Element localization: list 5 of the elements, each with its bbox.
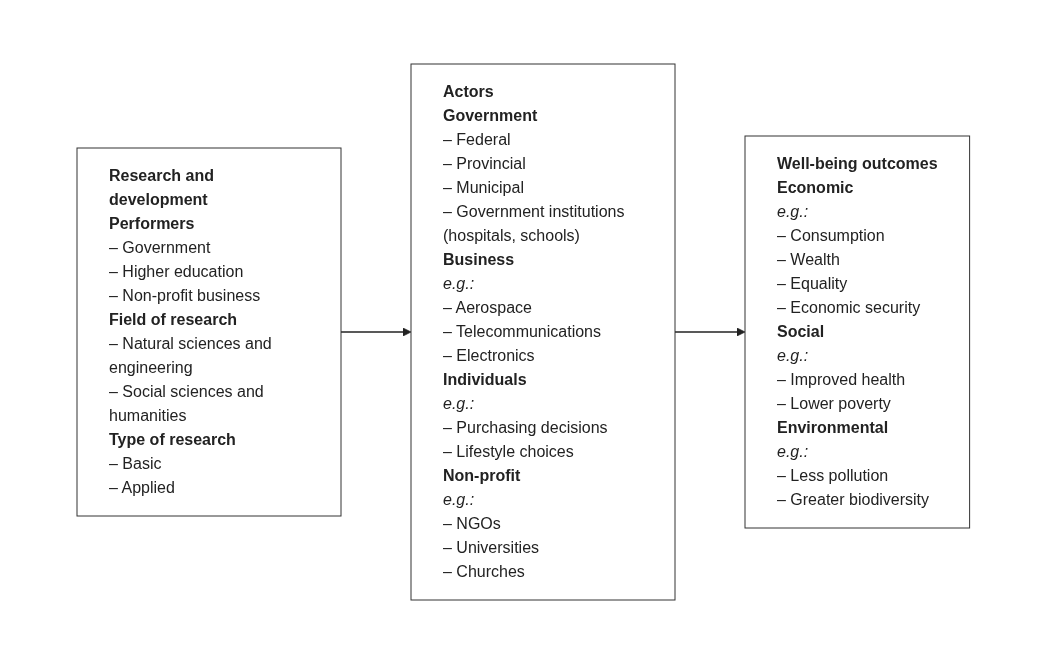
node-box: Well-being outcomes Economic e.g.: – Consumption – Wealth – Equality – Economic security Social e.g.: – Improved health – Lower poverty Environmental e.g.: – Less pollution – Greater biodiversity	[744, 135, 970, 529]
arrow	[673, 327, 746, 337]
node-box: Actors Government – Federal – Provincial – Municipal – Government institutions (hospitals, schools) Business e.g.: – Aerospace – Telecommunications – Electronics Individuals e.g.: – Purchasing decisions – Lifestyle choices Non-profit e.g.: – NGOs – Universities – Churches	[410, 63, 676, 601]
node-box: Research and development Performers – Government – Higher education – Non-profit business Field of research – Natural sciences and engineering – Social sciences and humanities Type of research – Basic – Applied	[76, 147, 342, 517]
arrow	[339, 327, 412, 337]
